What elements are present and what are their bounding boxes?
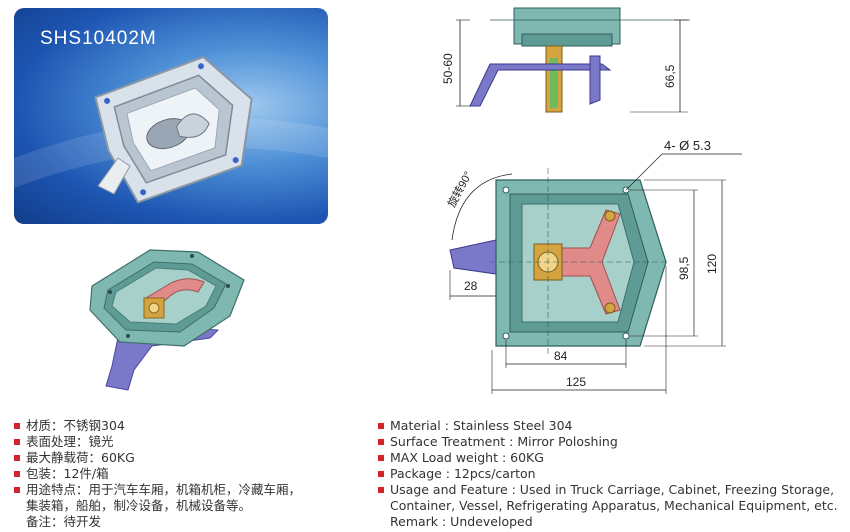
spec-row: 包装：12件/箱 [14,466,374,482]
front-view-drawing: 旋转90° 4- Ø 5.3 28 84 125 98,5 120 [444,140,742,394]
model-title: SHS10402M [40,28,157,49]
dim-depth-range: 50-60 [441,53,455,84]
bullet-icon [378,439,384,445]
dim-rotation: 旋转90° [444,169,475,210]
bullet-icon [14,455,20,461]
specs-chinese: 材质：不锈钢304 表面处理：镜光 最大静载荷：60KG 包装：12件/箱 用途… [14,418,374,530]
spec-row: MAX Load weight : 60KG [378,450,846,466]
dim-holes: 4- Ø 5.3 [664,140,711,153]
bullet-icon [14,471,20,477]
product-photo [14,55,328,204]
product-photo-panel: SHS10402M [14,8,328,224]
dim-handle-offset: 28 [464,279,478,293]
dim-hole-spacing-h: 84 [554,349,568,363]
bullet-icon [378,471,384,477]
spec-row: 材质：不锈钢304 [14,418,374,434]
bullet-icon [14,487,20,493]
bullet-icon [14,423,20,429]
bullet-icon [378,423,384,429]
spec-row: Surface Treatment : Mirror Poloshing [378,434,846,450]
spec-row: 最大静载荷：60KG [14,450,374,466]
spec-row: Package : 12pcs/carton [378,466,846,482]
bullet-icon [378,487,384,493]
spec-row: 备注：待开发 [26,514,102,529]
spec-row: Material : Stainless Steel 304 [378,418,846,434]
spec-row: Usage and Feature : Used in Truck Carria… [378,482,846,498]
spec-row: 集装箱，船舶，制冷设备，机械设备等。 [26,498,252,513]
bullet-icon [378,455,384,461]
spec-row: 用途特点：用于汽车车厢，机箱机柜，冷藏车厢， [14,482,374,498]
dim-height: 120 [705,254,719,274]
side-view-drawing: 50-60 66,5 [441,7,690,113]
specs-english: Material : Stainless Steel 304 Surface T… [378,418,846,530]
dim-width: 125 [566,375,586,389]
latch-3d-render [89,249,245,391]
dim-hole-spacing-v: 98,5 [677,256,691,280]
dim-total-height: 66,5 [663,64,677,88]
spec-row: Container, Vessel, Refrigerating Apparat… [390,498,838,513]
spec-row: Remark : Undeveloped [390,514,533,529]
spec-row: 表面处理：镜光 [14,434,374,450]
bullet-icon [14,439,20,445]
